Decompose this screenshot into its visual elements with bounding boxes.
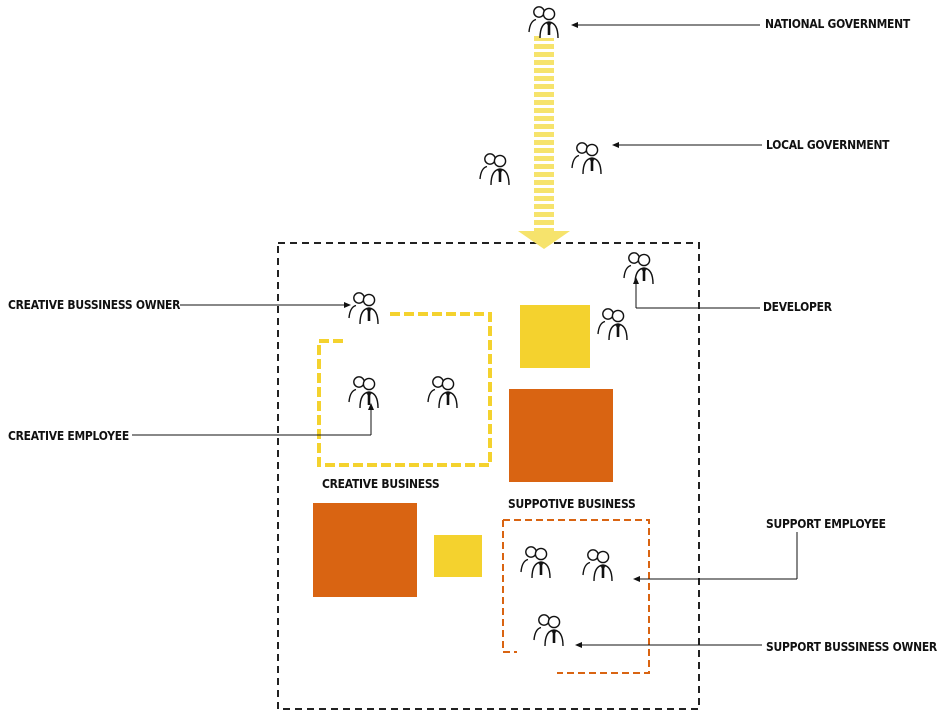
government-arrow <box>518 36 570 249</box>
yellow-block-bottom <box>434 535 482 577</box>
developer-people-icon-top <box>622 251 655 286</box>
creative-employee-people-icon-left <box>347 375 380 410</box>
creative-employee-people-icon-right <box>426 375 459 410</box>
label-support-employee: SUPPORT EMPLOYEE <box>766 516 886 531</box>
label-creative-business-owner: CREATIVE BUSSINESS OWNER <box>8 297 181 312</box>
leader-lines <box>132 22 798 648</box>
label-support-business-owner: SUPPORT BUSSINESS OWNER <box>766 639 937 654</box>
support-employee-people-icon-right <box>581 548 614 583</box>
local-government-people-icon-right <box>570 141 603 176</box>
support-employee-people-icon-left <box>519 545 552 580</box>
creative-business-boundary <box>317 312 492 467</box>
label-developer: DEVELOPER <box>763 299 832 314</box>
orange-block-top <box>509 389 613 482</box>
yellow-block-top <box>520 305 590 368</box>
support-business-owner-people-icon <box>532 613 565 648</box>
main-boundary <box>277 242 700 710</box>
label-creative-employee: CREATIVE EMPLOYEE <box>8 428 129 443</box>
label-local-government: LOCAL GOVERNMENT <box>766 137 890 152</box>
local-government-people-icon-left <box>478 152 511 187</box>
creative-business-owner-people-icon <box>347 291 380 326</box>
national-government-people-icon <box>527 5 560 40</box>
label-suppotive-business: SUPPOTIVE BUSINESS <box>508 496 636 511</box>
support-business-boundary <box>502 519 650 674</box>
label-national-government: NATIONAL GOVERNMENT <box>765 16 910 31</box>
label-creative-business: CREATIVE BUSINESS <box>322 476 440 491</box>
orange-block-bottom <box>313 503 417 597</box>
developer-people-icon-bottom <box>596 307 629 342</box>
